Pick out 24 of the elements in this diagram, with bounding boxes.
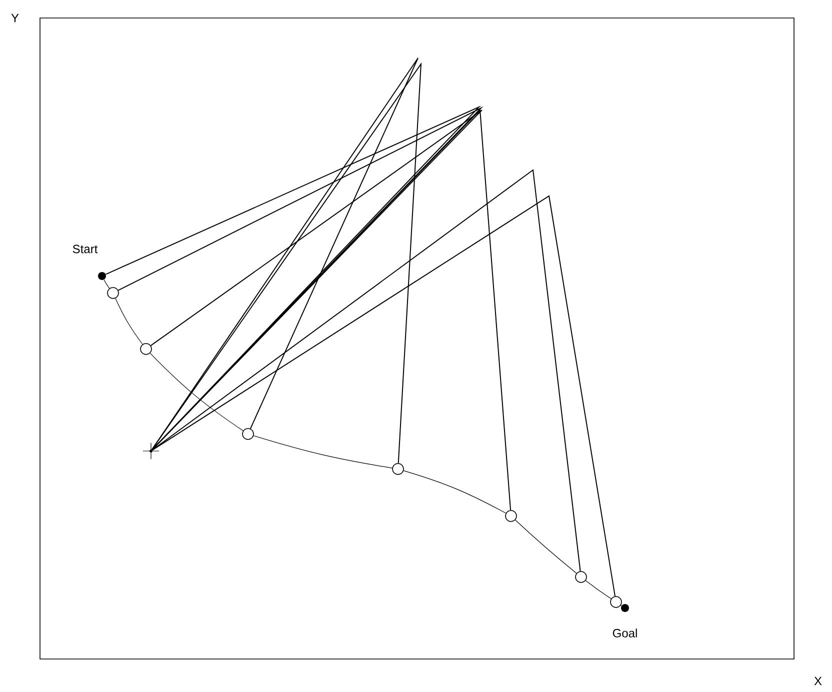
- start-point: Start: [72, 244, 106, 280]
- axis-label: X: [814, 676, 822, 686]
- waypoint-circle: [575, 571, 587, 583]
- path-curve: [403, 470, 506, 514]
- sight-line: [152, 195, 616, 597]
- waypoint-circle: [242, 428, 254, 440]
- axis-label: Y: [11, 14, 19, 22]
- waypoint-circle: [140, 343, 152, 355]
- sight-line: [152, 169, 581, 572]
- waypoint-circle: [610, 596, 622, 608]
- path-curve: [585, 580, 612, 600]
- path-curve: [104, 279, 110, 289]
- waypoint-circle: [392, 463, 404, 475]
- node-label: Goal: [612, 628, 637, 638]
- waypoint-circle: [107, 287, 119, 299]
- crosshair-point: [142, 442, 160, 460]
- sight-line: [152, 108, 512, 511]
- node-label: Start: [72, 244, 98, 254]
- path-curve: [150, 352, 244, 431]
- waypoint-circle: [505, 510, 517, 522]
- path-curve: [515, 520, 577, 574]
- goal-point: Goal: [612, 604, 637, 638]
- path-curve: [253, 435, 392, 468]
- path-curve: [115, 298, 143, 345]
